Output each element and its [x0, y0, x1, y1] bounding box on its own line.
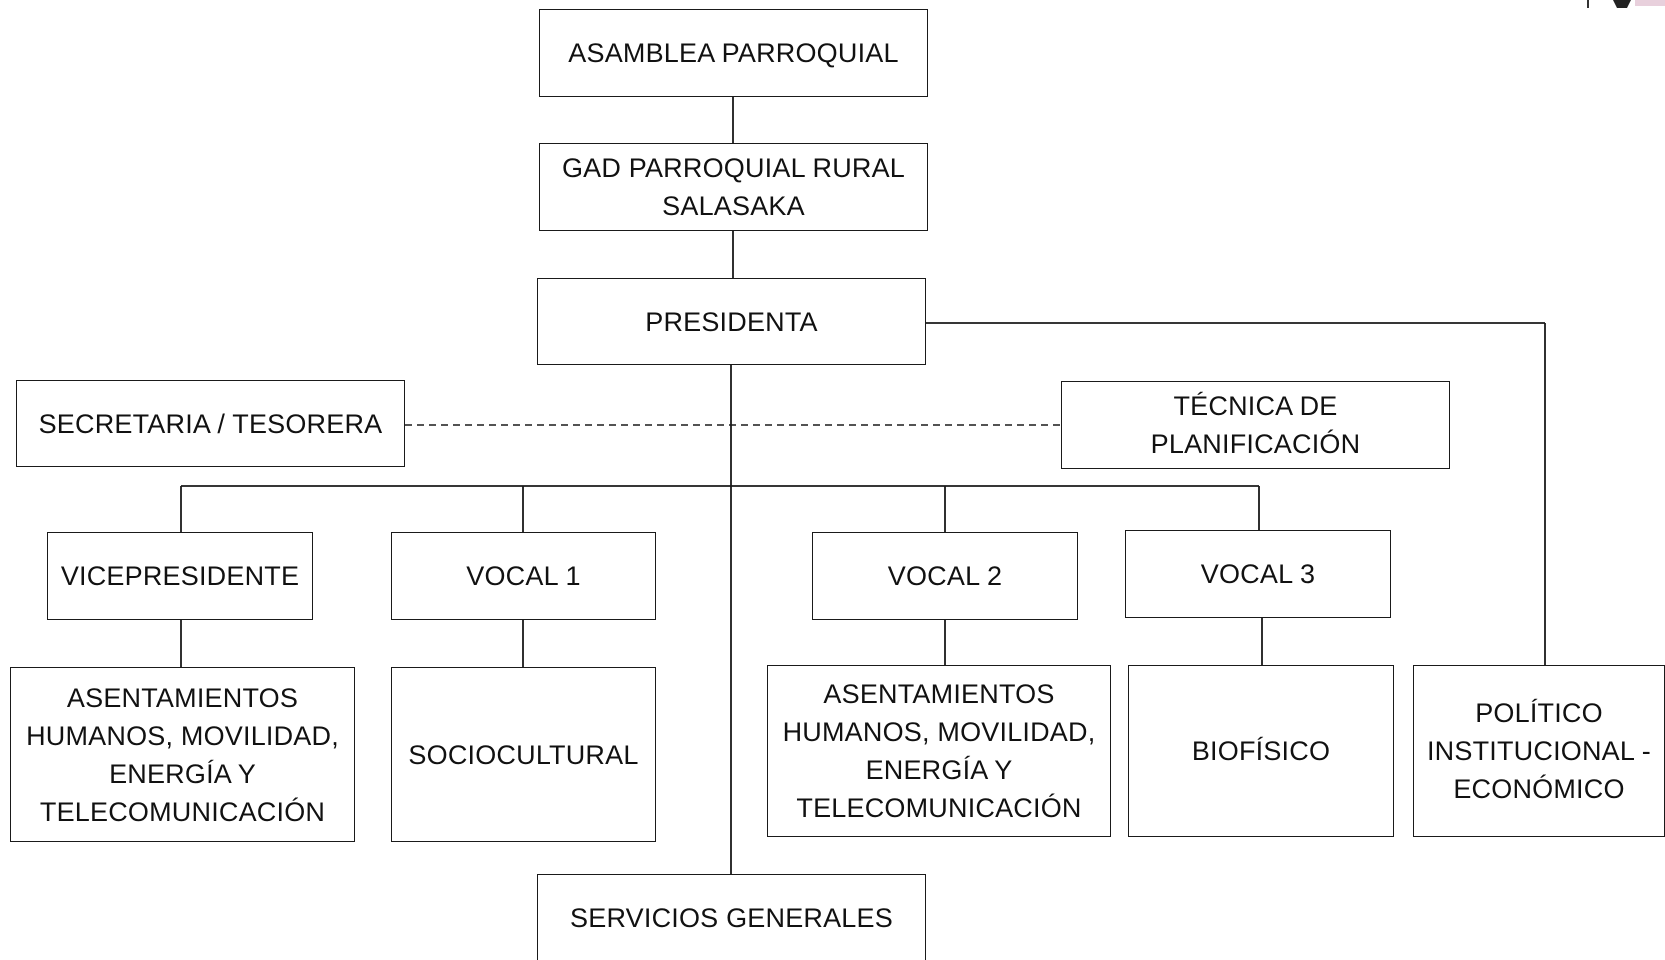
node-sociocultural: SOCIOCULTURAL	[391, 667, 656, 842]
node-label: ASENTAMIENTOS HUMANOS, MOVILIDAD, ENERGÍ…	[782, 679, 1096, 823]
node-tecnica-planificacion: TÉCNICA DE PLANIFICACIÓN	[1061, 381, 1450, 469]
node-label: ASENTAMIENTOS HUMANOS, MOVILIDAD, ENERGÍ…	[26, 682, 339, 827]
node-label: POLÍTICO INSTITUCIONAL - ECONÓMICO	[1426, 698, 1651, 804]
node-label: TÉCNICA DE PLANIFICACIÓN	[1150, 391, 1361, 459]
node-label: SECRETARIA / TESORERA	[38, 408, 383, 439]
corner-image-fragment	[1587, 0, 1665, 8]
node-asamblea-parroquial: ASAMBLEA PARROQUIAL	[539, 9, 928, 97]
node-label: VOCAL 3	[1200, 559, 1316, 589]
node-label: VOCAL 2	[887, 561, 1003, 591]
node-asentamientos-humanos-2: ASENTAMIENTOS HUMANOS, MOVILIDAD, ENERGÍ…	[767, 665, 1111, 837]
node-label: PRESIDENTA	[645, 306, 818, 337]
node-label: VICEPRESIDENTE	[60, 561, 300, 591]
node-secretaria-tesorera: SECRETARIA / TESORERA	[16, 380, 405, 467]
node-politico-institucional-economico: POLÍTICO INSTITUCIONAL - ECONÓMICO	[1413, 665, 1665, 837]
node-vocal-2: VOCAL 2	[812, 532, 1078, 620]
node-label: GAD PARROQUIAL RURAL SALASAKA	[561, 153, 906, 221]
node-asentamientos-humanos-1: ASENTAMIENTOS HUMANOS, MOVILIDAD, ENERGÍ…	[10, 667, 355, 842]
node-label: ASAMBLEA PARROQUIAL	[568, 38, 899, 68]
node-gad-parroquial: GAD PARROQUIAL RURAL SALASAKA	[539, 143, 928, 231]
node-vocal-3: VOCAL 3	[1125, 530, 1391, 618]
node-label: VOCAL 1	[466, 561, 581, 591]
node-biofisico: BIOFÍSICO	[1128, 665, 1394, 837]
node-servicios-generales: SERVICIOS GENERALES	[537, 874, 926, 960]
node-vocal-1: VOCAL 1	[391, 532, 656, 620]
node-presidenta: PRESIDENTA	[537, 278, 926, 365]
node-label: SOCIOCULTURAL	[408, 739, 639, 770]
node-label: SERVICIOS GENERALES	[570, 902, 893, 933]
node-vicepresidente: VICEPRESIDENTE	[47, 532, 313, 620]
node-label: BIOFÍSICO	[1191, 736, 1331, 766]
